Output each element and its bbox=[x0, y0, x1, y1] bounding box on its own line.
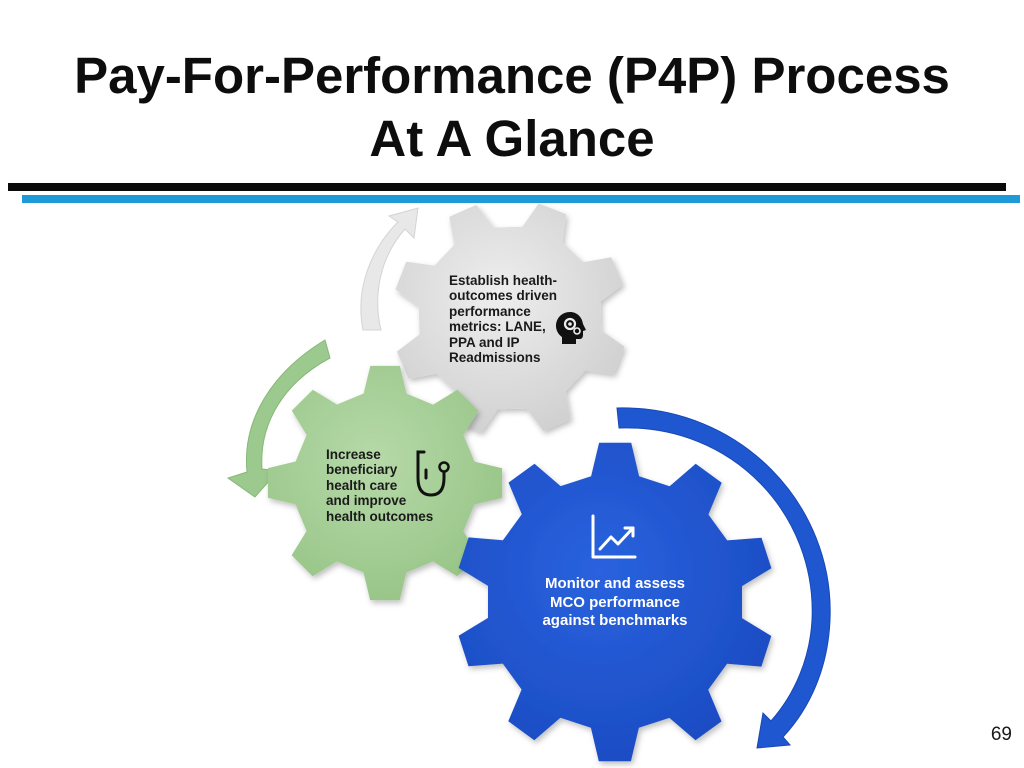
slide-title-line-2: At A Glance bbox=[369, 110, 655, 167]
gear-text-line: Establish health- bbox=[449, 273, 558, 288]
gear-text-line: PPA and IP bbox=[449, 334, 520, 350]
gear-text-line: MCO performance bbox=[549, 593, 681, 611]
gear-increase-care bbox=[267, 365, 503, 601]
gear-text-line: performance bbox=[449, 303, 531, 319]
gear-text-line: against benchmarks bbox=[542, 612, 688, 629]
gear-text-line: health outcomes bbox=[326, 508, 434, 524]
trend-chart-icon bbox=[591, 514, 637, 559]
cycle-arrow-gray bbox=[360, 207, 419, 331]
slide-title: Pay-For-Performance (P4P) Process At A G… bbox=[0, 44, 1024, 170]
gear-text-line: metrics: LANE, bbox=[449, 319, 546, 335]
gear-text-line: health care bbox=[326, 477, 398, 493]
page-number: 69 bbox=[990, 724, 1012, 745]
gear-text-increase-care: Increase beneficiary health care and imp… bbox=[326, 447, 433, 524]
slide-title-line-1: Pay-For-Performance (P4P) Process bbox=[74, 47, 950, 104]
gear-text-line: Monitor and assess bbox=[544, 575, 686, 592]
title-divider-black bbox=[8, 183, 1006, 191]
gear-establish-metrics bbox=[395, 203, 625, 433]
gear-text-line: beneficiary bbox=[326, 462, 398, 478]
cycle-arrow-blue bbox=[616, 407, 831, 749]
gear-monitor-assess bbox=[458, 442, 772, 762]
gear-text-line: outcomes driven bbox=[449, 288, 558, 304]
cycle-arrow-green bbox=[226, 339, 331, 498]
stethoscope-icon bbox=[416, 450, 450, 497]
title-divider-blue bbox=[22, 195, 1020, 203]
gear-text-monitor-assess: Monitor and assess MCO performance again… bbox=[500, 575, 730, 631]
gear-text-line: Readmissions bbox=[449, 350, 541, 366]
head-gears-icon bbox=[556, 312, 586, 344]
gear-text-establish-metrics: Establish health- outcomes driven perfor… bbox=[449, 273, 557, 365]
gear-text-line: Increase bbox=[326, 447, 381, 462]
gear-text-line: and improve bbox=[326, 493, 407, 509]
